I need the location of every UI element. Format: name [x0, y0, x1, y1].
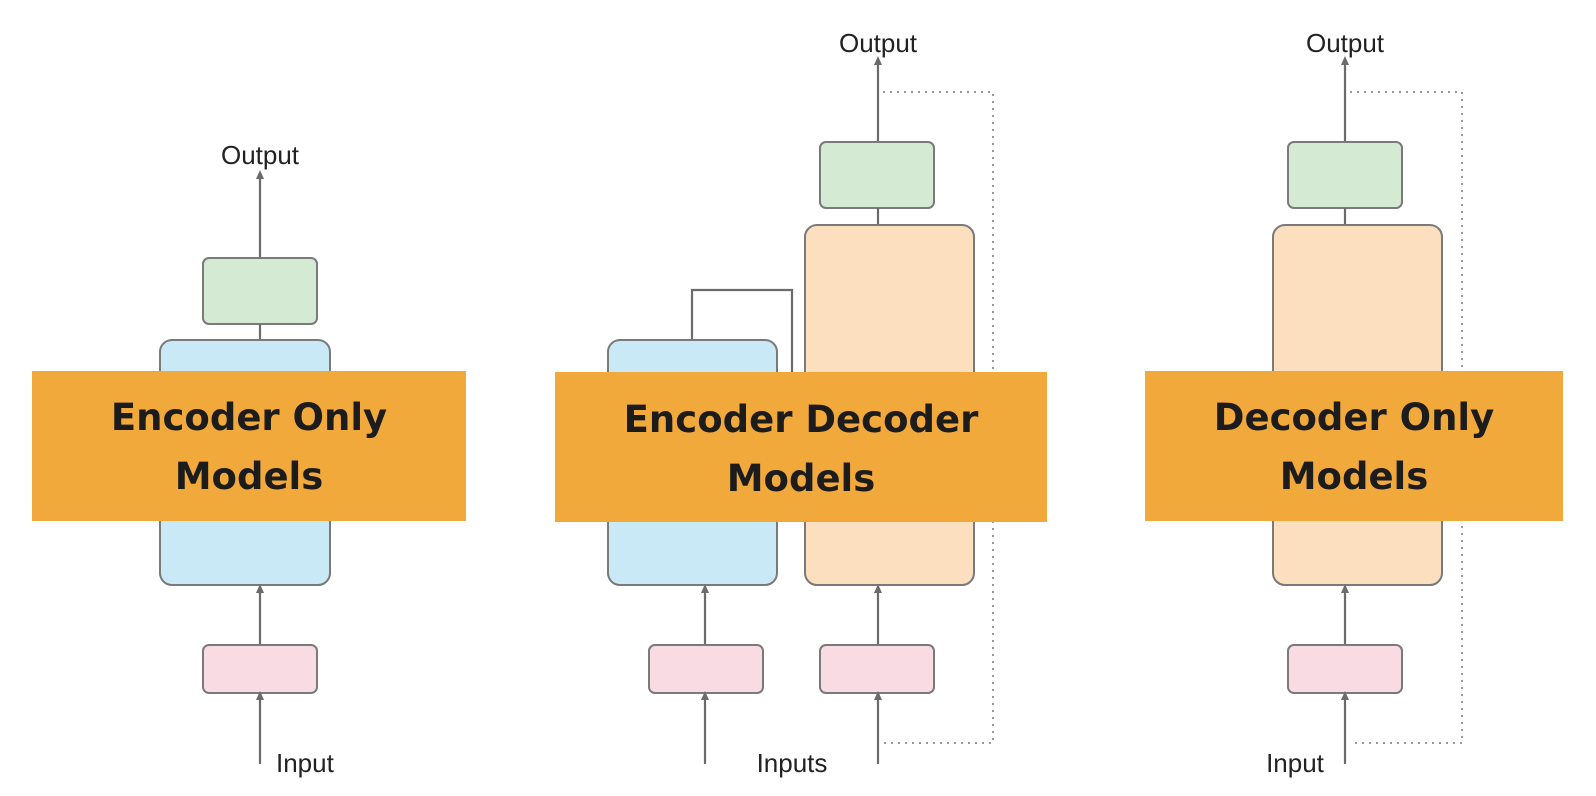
decoder-only-input-label: Input	[1266, 748, 1325, 778]
decoder-only-embedding-block	[1287, 644, 1403, 694]
encoder-decoder-output-block	[819, 141, 935, 209]
encoder-embedding-block	[648, 644, 764, 694]
encoder-decoder-title-line1: Encoder Decoder	[624, 398, 979, 441]
decoder-only-title-line1: Decoder Only	[1214, 396, 1494, 439]
encoder-decoder-title-line2: Models	[727, 457, 876, 500]
encoder-decoder-output-label: Output	[839, 28, 918, 58]
encoder-only-title-line2: Models	[175, 455, 324, 498]
decoder-only-output-block	[1287, 141, 1403, 209]
encoder-decoder-input-label: Inputs	[757, 748, 828, 778]
decoder-only-banner	[1145, 371, 1563, 521]
encoder-only-title-line1: Encoder Only	[111, 396, 387, 439]
encoder-to-decoder-connection	[690, 288, 794, 372]
decoder-only-output-label: Output	[1306, 28, 1385, 58]
decoder-embedding-block	[819, 644, 935, 694]
encoder-only-output-block	[202, 257, 318, 325]
encoder-only-embedding-block	[202, 644, 318, 694]
encoder-only-banner	[32, 371, 466, 521]
decoder-only-panel: Output Input Decoder Only Models	[1145, 28, 1563, 778]
encoder-only-output-label: Output	[221, 140, 300, 170]
decoder-only-feedback-loop	[1350, 91, 1463, 744]
encoder-only-panel: Output Input Encoder Only Models	[32, 140, 466, 778]
decoder-only-title-line2: Models	[1280, 455, 1429, 498]
encoder-only-input-label: Input	[276, 748, 335, 778]
encoder-decoder-panel: Output Inputs Encoder Decoder Models	[555, 28, 1047, 778]
encoder-decoder-banner	[555, 372, 1047, 522]
